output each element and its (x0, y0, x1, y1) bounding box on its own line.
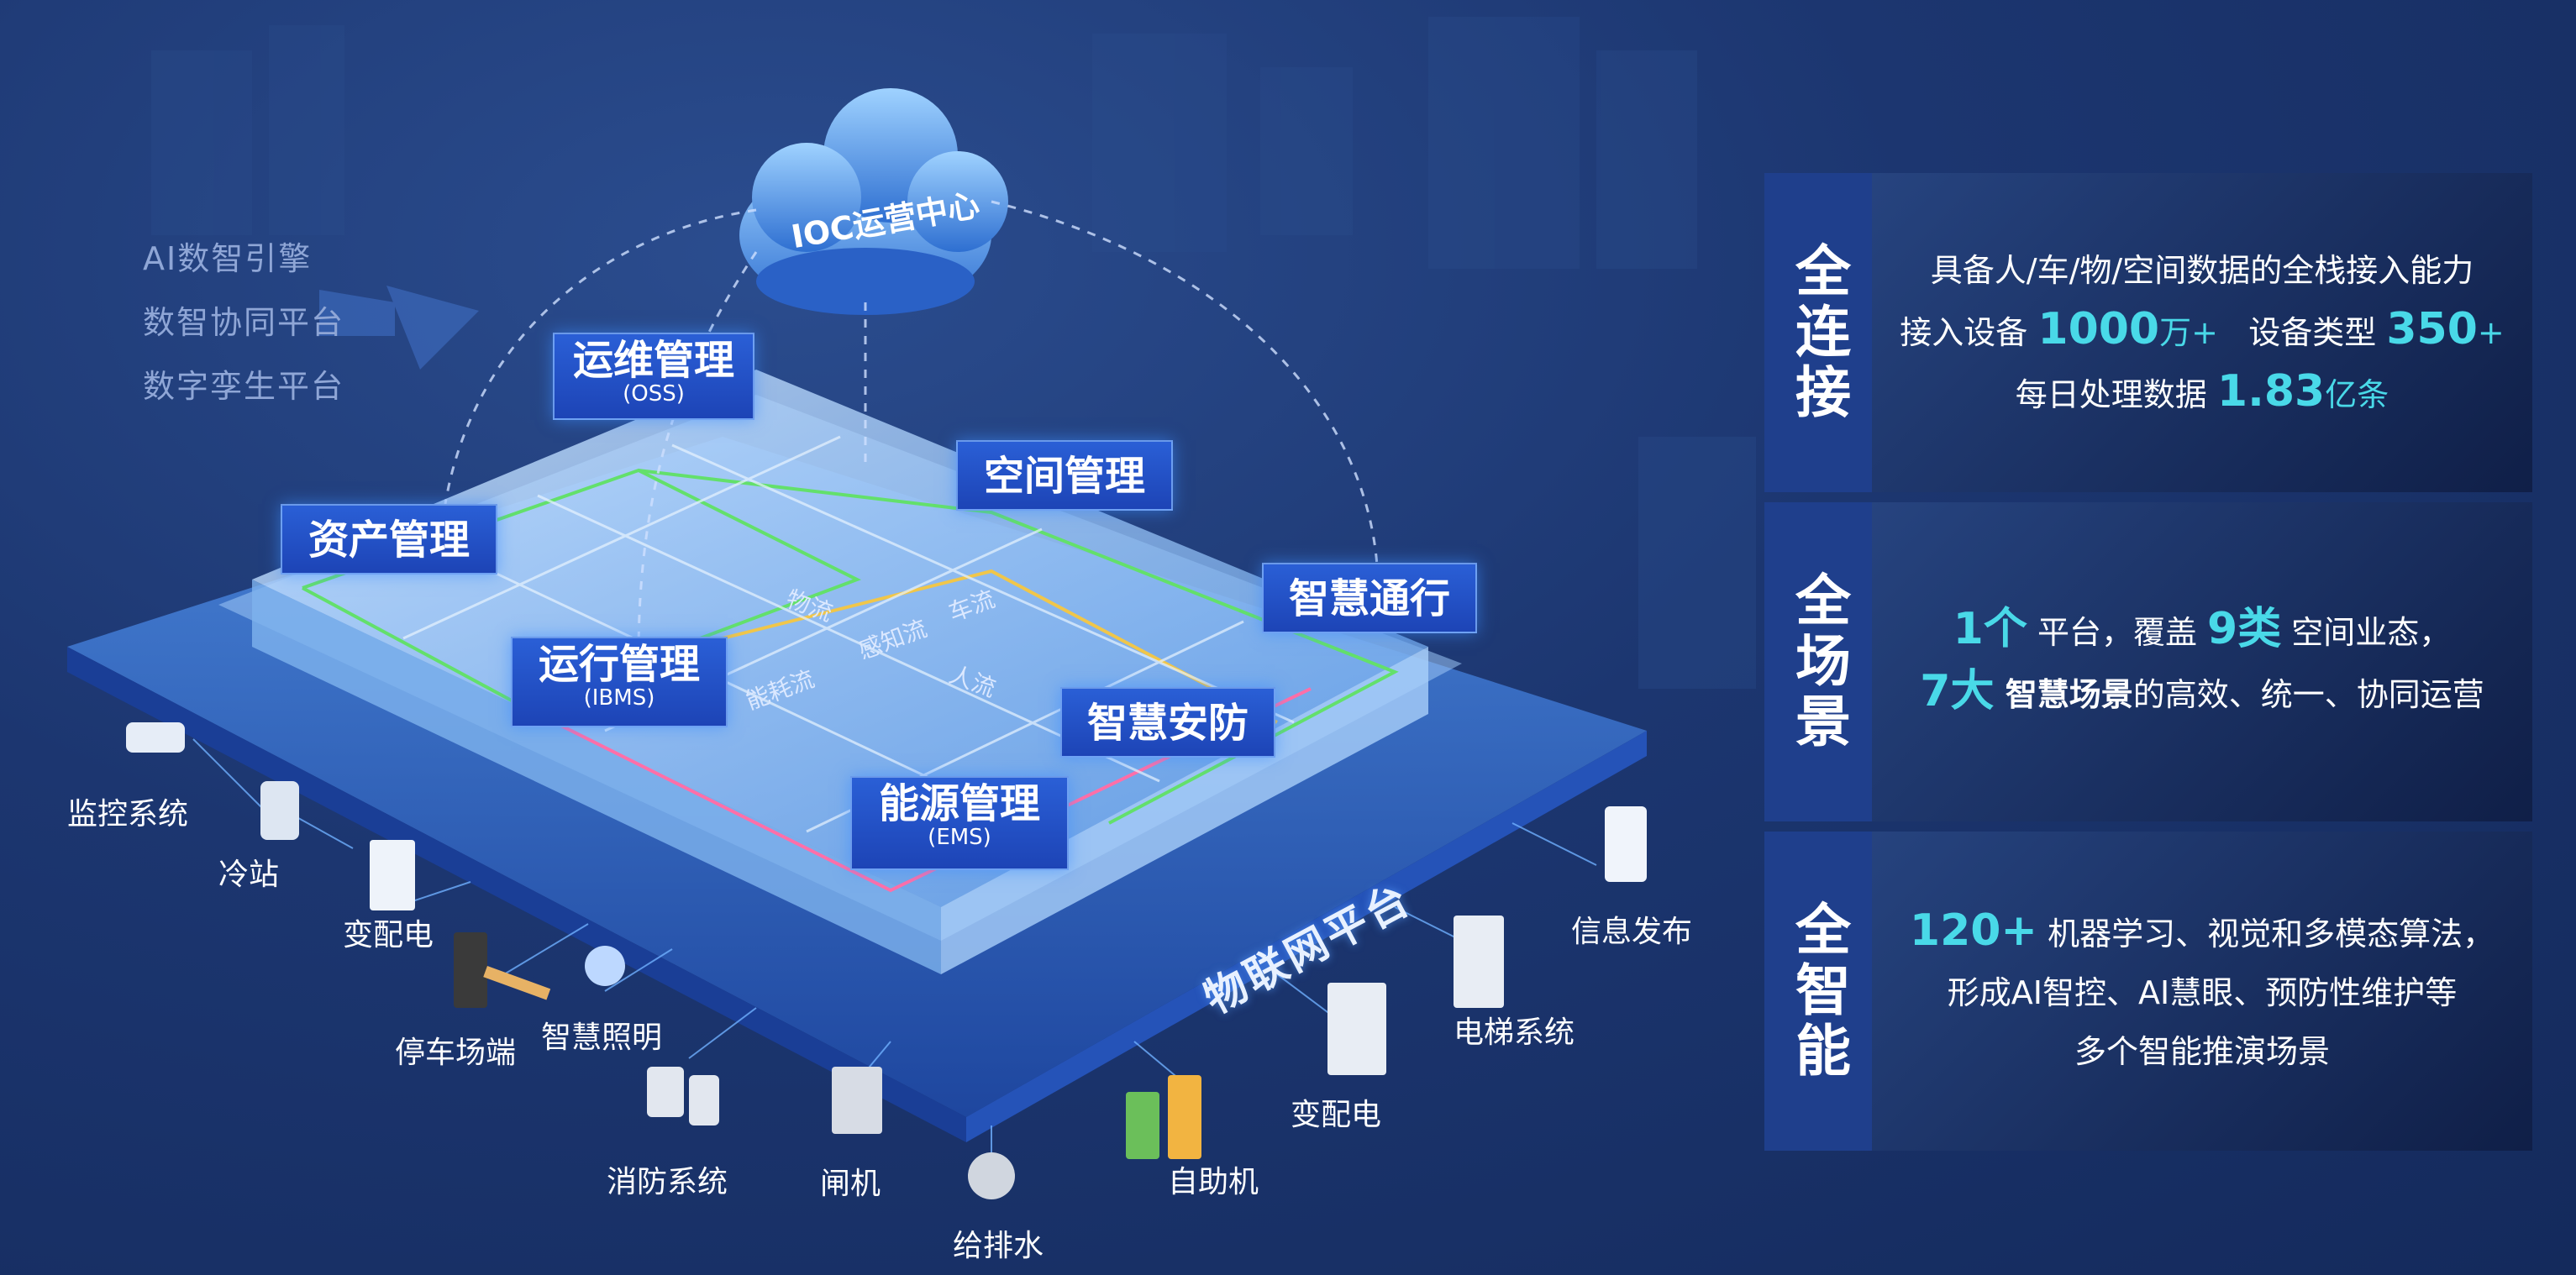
panel-full-scene: 全场景 1个 平台，覆盖 9类 空间业态， 7大 智慧场景的高效、统一、协同运营 (1764, 502, 2532, 821)
types-unit: + (2477, 314, 2505, 351)
intro-ai-engine: AI数智引擎 (143, 240, 313, 277)
panel-side-title: 全连接 (1786, 242, 1851, 423)
panel-side: 全连接 (1764, 173, 1872, 492)
module-title: 智慧通行 (1288, 575, 1450, 622)
types-num: 350 (2386, 304, 2478, 354)
module-title: 能源管理 (878, 780, 1040, 827)
device-water: 给排水 (953, 1229, 1044, 1263)
platform-num: 1个 (1953, 604, 2027, 654)
device-fire: 消防系统 (607, 1165, 728, 1199)
space-text: 空间业态， (2281, 614, 2452, 651)
panel-line: 形成AI智控、AI慧眼、预防性维护等 (1947, 974, 2458, 1011)
panel-full-connect: 全连接 具备人/车/物/空间数据的全栈接入能力 接入设备 1000万+ 设备类型… (1764, 173, 2532, 492)
module-sub: (OSS) (623, 381, 685, 407)
module-title: 智慧安防 (1086, 700, 1249, 747)
device-elevator: 电梯系统 (1454, 1015, 1575, 1050)
intro-list: AI数智引擎 数智协同平台 数字孪生平台 (143, 227, 344, 418)
device-lighting: 智慧照明 (541, 1021, 663, 1055)
panel-line: 具备人/车/物/空间数据的全栈接入能力 (1930, 252, 2474, 289)
algo-text: 机器学习、视觉和多模态算法， (2037, 916, 2495, 952)
devices-unit: 万+ (2159, 314, 2218, 351)
daily-label: 每日处理数据 (2015, 376, 2207, 413)
module-sub: (EMS) (928, 825, 991, 850)
module-energy[interactable]: 能源管理 (EMS) (850, 776, 1069, 870)
panel-line: 120+ 机器学习、视觉和多模态算法， (1910, 901, 2495, 963)
scene-text: 的高效、统一、协同运营 (2132, 676, 2484, 713)
module-title: 资产管理 (308, 517, 470, 564)
module-ops[interactable]: 运维管理 (OSS) (553, 333, 754, 420)
intro-collab-platform: 数智协同平台 (143, 304, 345, 341)
panel-side-title: 全智能 (1786, 900, 1851, 1082)
module-sub: (IBMS) (583, 685, 655, 711)
panel-line: 1个 平台，覆盖 9类 空间业态， (1953, 600, 2452, 662)
scene-em: 智慧场景 (1994, 676, 2133, 713)
panel-line: 接入设备 1000万+ 设备类型 350+ (1900, 300, 2504, 362)
device-substation-left: 变配电 (343, 918, 434, 952)
daily-num: 1.83 (2216, 366, 2326, 417)
module-space[interactable]: 空间管理 (956, 440, 1173, 511)
panel-body: 1个 平台，覆盖 9类 空间业态， 7大 智慧场景的高效、统一、协同运营 (1872, 502, 2532, 821)
module-run[interactable]: 运行管理 (IBMS) (511, 637, 728, 727)
types-label: 设备类型 (2248, 314, 2377, 351)
space-num: 9类 (2207, 604, 2282, 654)
module-title: 运维管理 (572, 337, 734, 384)
devices-label: 接入设备 (1900, 314, 2028, 351)
panel-side: 全智能 (1764, 832, 1872, 1151)
panel-line: 每日处理数据 1.83亿条 (2016, 362, 2389, 424)
platform-text: 平台，覆盖 (2027, 614, 2208, 651)
panel-line: 7大 智慧场景的高效、统一、协同运营 (1920, 662, 2484, 724)
daily-unit: 亿条 (2325, 376, 2389, 413)
device-info-release: 信息发布 (1571, 915, 1693, 949)
intro-digital-twin: 数字孪生平台 (143, 368, 345, 405)
devices-num: 1000 (2037, 304, 2160, 354)
panel-body: 具备人/车/物/空间数据的全栈接入能力 接入设备 1000万+ 设备类型 350… (1872, 173, 2532, 492)
module-title: 空间管理 (983, 453, 1145, 500)
device-parking: 停车场端 (395, 1036, 517, 1070)
panel-side: 全场景 (1764, 502, 1872, 821)
panel-body: 120+ 机器学习、视觉和多模态算法， 形成AI智控、AI慧眼、预防性维护等 多… (1872, 832, 2532, 1151)
device-cooling: 冷站 (218, 858, 280, 892)
algo-num: 120+ (1909, 905, 2038, 956)
module-title: 运行管理 (538, 641, 700, 688)
device-kiosk: 自助机 (1168, 1165, 1259, 1199)
device-gate: 闸机 (820, 1167, 881, 1201)
module-asset[interactable]: 资产管理 (281, 504, 497, 575)
panel-side-title: 全场景 (1786, 571, 1851, 753)
scene-num: 7大 (1920, 666, 1995, 716)
module-security[interactable]: 智慧安防 (1060, 687, 1275, 758)
panel-line: 多个智能推演场景 (2074, 1033, 2330, 1070)
module-smart-traffic[interactable]: 智慧通行 (1262, 563, 1477, 633)
panel-full-intelligence: 全智能 120+ 机器学习、视觉和多模态算法， 形成AI智控、AI慧眼、预防性维… (1764, 832, 2532, 1151)
device-monitoring: 监控系统 (67, 797, 189, 832)
device-substation-right: 变配电 (1291, 1098, 1382, 1132)
